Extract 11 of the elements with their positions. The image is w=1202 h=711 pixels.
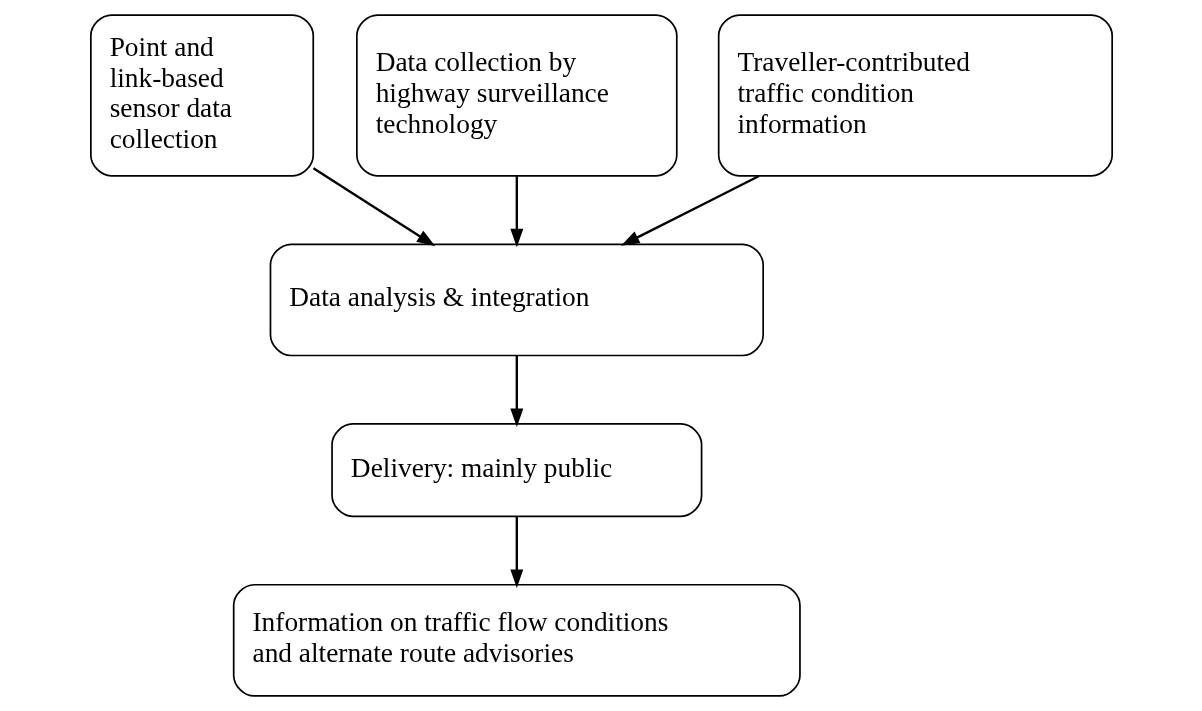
node-box: Traveller-contributed traffic condition information — [717, 14, 1113, 177]
arrow — [509, 176, 523, 248]
node-box: Data analysis & integration — [269, 243, 764, 357]
node-box: Data collection by highway surveillance technology — [355, 14, 678, 177]
node-box: Delivery: mainly public — [330, 423, 702, 518]
node-box: Information on traffic flow conditions and alternate route advisories — [232, 583, 801, 697]
arrow — [509, 516, 523, 588]
node-box: Point and link-based sensor data collection — [89, 14, 314, 177]
arrow — [312, 167, 435, 247]
arrow — [620, 174, 760, 246]
arrow — [509, 355, 523, 428]
